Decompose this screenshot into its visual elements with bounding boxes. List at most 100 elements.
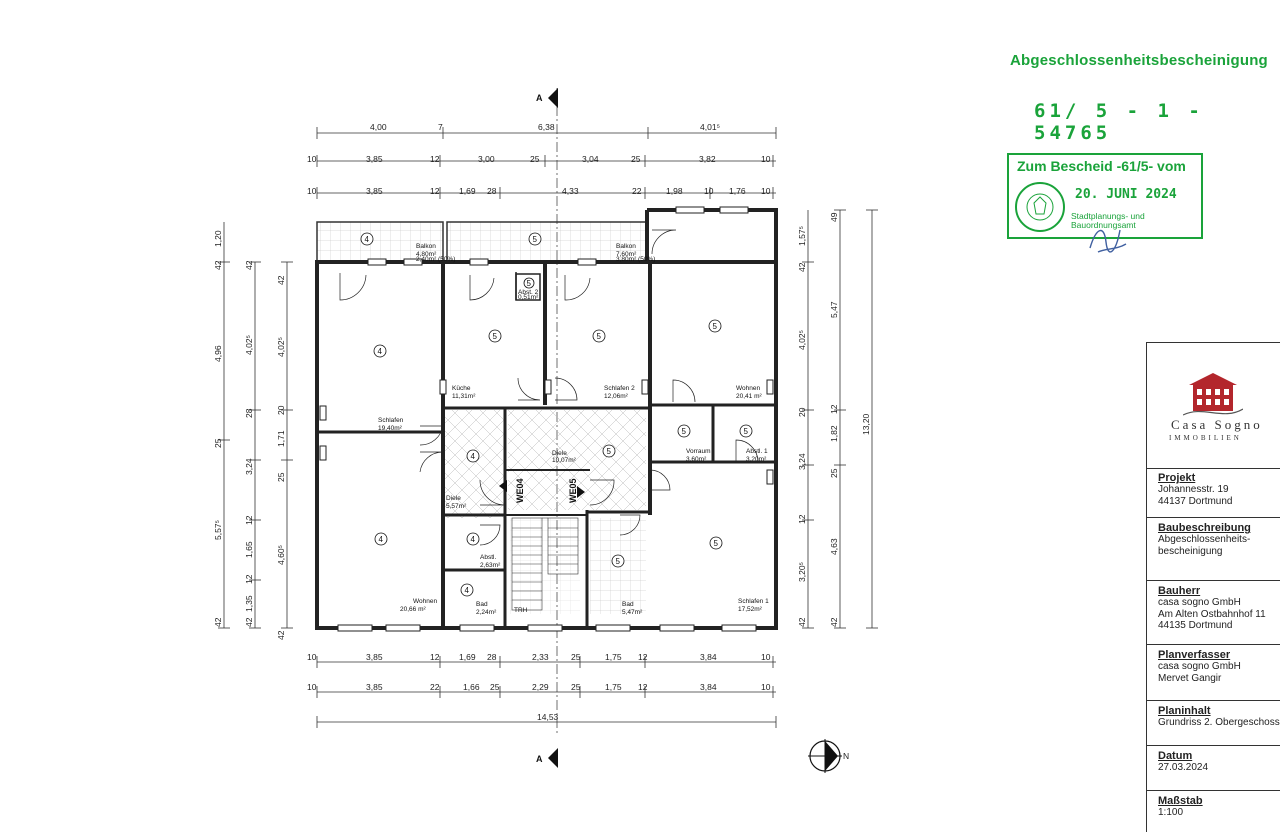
dim-text: 3,04 — [582, 154, 599, 164]
dim-text: 12 — [829, 404, 839, 414]
room-area: 19,40m² — [378, 425, 403, 432]
dim-text: 42 — [797, 617, 807, 627]
dim-text: 10 — [307, 652, 317, 662]
row-value: casa sogno GmbH — [1158, 597, 1241, 608]
north-label: N — [843, 751, 849, 761]
dim-text: 3,24 — [244, 458, 254, 475]
dim-text: 1,76 — [729, 186, 746, 196]
dim-text: 3,84 — [700, 652, 717, 662]
dim-text: 25 — [829, 468, 839, 478]
dim-text: 5,57⁵ — [213, 520, 223, 540]
row-label: Datum — [1158, 750, 1193, 762]
row-label: Baubeschreibung — [1158, 522, 1251, 534]
dim-text: 42 — [276, 275, 286, 285]
room-name: Küche — [452, 385, 471, 392]
unit-circle: 5 — [592, 329, 606, 343]
company-subtitle: IMMOBILIEN — [1169, 434, 1242, 442]
row-value: Mervet Gangir — [1158, 672, 1222, 684]
dim-text: 20 — [797, 407, 807, 417]
room-area: 2,24m² — [476, 609, 497, 616]
dimension-lines-sides — [218, 209, 878, 629]
title-row-description: Baubeschreibung Abgeschlossenheits- besc… — [1147, 518, 1280, 581]
dim-text: 12 — [797, 514, 807, 524]
svg-text:5: 5 — [713, 322, 718, 331]
row-label: Planverfasser — [1158, 649, 1231, 661]
dim-text: 10 — [704, 186, 714, 196]
dim-text: 3,84 — [700, 682, 717, 692]
room-name: Diele — [446, 495, 461, 502]
room-area: 5,47m² — [622, 609, 643, 616]
dim-text: 10 — [761, 154, 771, 164]
dim-text: 10 — [761, 682, 771, 692]
unit-circle: 5 — [677, 424, 691, 438]
certificate-number: 61/ 5 - 1 - 54765 — [1034, 100, 1204, 144]
title-row-planner: Planverfasser casa sogno GmbH Mervet Gan… — [1147, 645, 1280, 701]
dim-text: 4,60⁵ — [276, 545, 286, 565]
row-value: Am Alten Ostbahnhof 11 — [1158, 608, 1266, 620]
room-labels: Balkon 4,80m² 2,40m² (50%) Balkon 7,60m²… — [378, 243, 769, 616]
dim-text: 12 — [638, 682, 648, 692]
dim-text: 3,20⁵ — [797, 562, 807, 582]
title-block: Casa Sogno IMMOBILIEN Projekt Johannesst… — [1146, 342, 1280, 832]
svg-text:5: 5 — [533, 235, 538, 244]
dim-text: 4,63 — [829, 538, 839, 555]
svg-text:5: 5 — [607, 447, 612, 456]
dim-text-total-depth: 13,20 — [861, 413, 871, 435]
room-name: Balkon — [416, 243, 436, 250]
dim-text: 4,00 — [370, 122, 387, 132]
unit-entry-label: WE04 — [515, 478, 525, 503]
room-area: 3,20m² — [746, 456, 767, 463]
row-value: Grundriss 2. Obergeschoss — [1158, 717, 1280, 728]
unit-circle: 5 — [488, 329, 502, 343]
unit-circle: 4 — [373, 344, 387, 358]
svg-text:5: 5 — [527, 279, 532, 288]
company-name: Casa Sogno — [1171, 417, 1263, 432]
dim-text: 10 — [307, 154, 317, 164]
dim-text: 42 — [829, 617, 839, 627]
dim-text: 3,85 — [366, 154, 383, 164]
room-area: 0,51m² — [518, 294, 539, 301]
dim-text: 2,29 — [532, 682, 549, 692]
title-row-content: Planinhalt Grundriss 2. Obergeschoss — [1147, 701, 1280, 746]
doors — [339, 229, 759, 546]
dimension-text-top: 4,00 7 6,38 4,01⁵ 10 3,85 12 3,00 25 3,0… — [307, 122, 771, 196]
north-arrow-icon: N — [808, 739, 849, 773]
dim-text: 49 — [829, 212, 839, 222]
room-area: 17,52m² — [738, 606, 763, 613]
dim-text: 1,71 — [276, 430, 286, 447]
room-area: 20,41 m² — [736, 393, 762, 400]
dim-text: 1,20 — [213, 230, 223, 247]
unit-circle: 4 — [360, 232, 374, 246]
title-row-project: Projekt Johannesstr. 19 44137 Dortmund — [1147, 468, 1280, 518]
dim-text: 10 — [307, 186, 317, 196]
svg-text:4: 4 — [465, 586, 470, 595]
unit-entry-label: WE05 — [568, 478, 578, 503]
row-label: Bauherr — [1158, 585, 1201, 597]
dim-text: 10 — [761, 186, 771, 196]
dim-text: 12 — [638, 652, 648, 662]
dim-text: 25 — [490, 682, 500, 692]
stair-label: TRH — [514, 607, 528, 614]
dim-text: 10 — [307, 682, 317, 692]
room-area: 2,63m² — [480, 562, 501, 569]
room-name: Abst. 2 — [518, 289, 539, 296]
svg-text:5: 5 — [714, 539, 719, 548]
section-marker-top: A — [536, 88, 558, 735]
svg-text:4: 4 — [378, 347, 383, 356]
room-name: Schlafen — [378, 417, 404, 424]
room-name: Balkon — [616, 243, 636, 250]
unit-circle: 5 — [528, 232, 542, 246]
dim-text: 1,98 — [666, 186, 683, 196]
dim-text: 1,69 — [459, 652, 476, 662]
dim-text: 1,75 — [605, 652, 622, 662]
company-logo: Casa Sogno IMMOBILIEN — [1147, 343, 1280, 469]
dim-text: 28 — [244, 408, 254, 418]
dim-text: 1,82 — [829, 425, 839, 442]
dim-text: 3,85 — [366, 186, 383, 196]
dim-text: 4,96 — [213, 345, 223, 362]
city-seal-icon — [1015, 182, 1065, 232]
svg-text:5: 5 — [597, 332, 602, 341]
staircase: TRH — [511, 517, 579, 614]
dim-text: 12 — [430, 154, 440, 164]
title-row-date: Datum 27.03.2024 — [1147, 746, 1280, 791]
